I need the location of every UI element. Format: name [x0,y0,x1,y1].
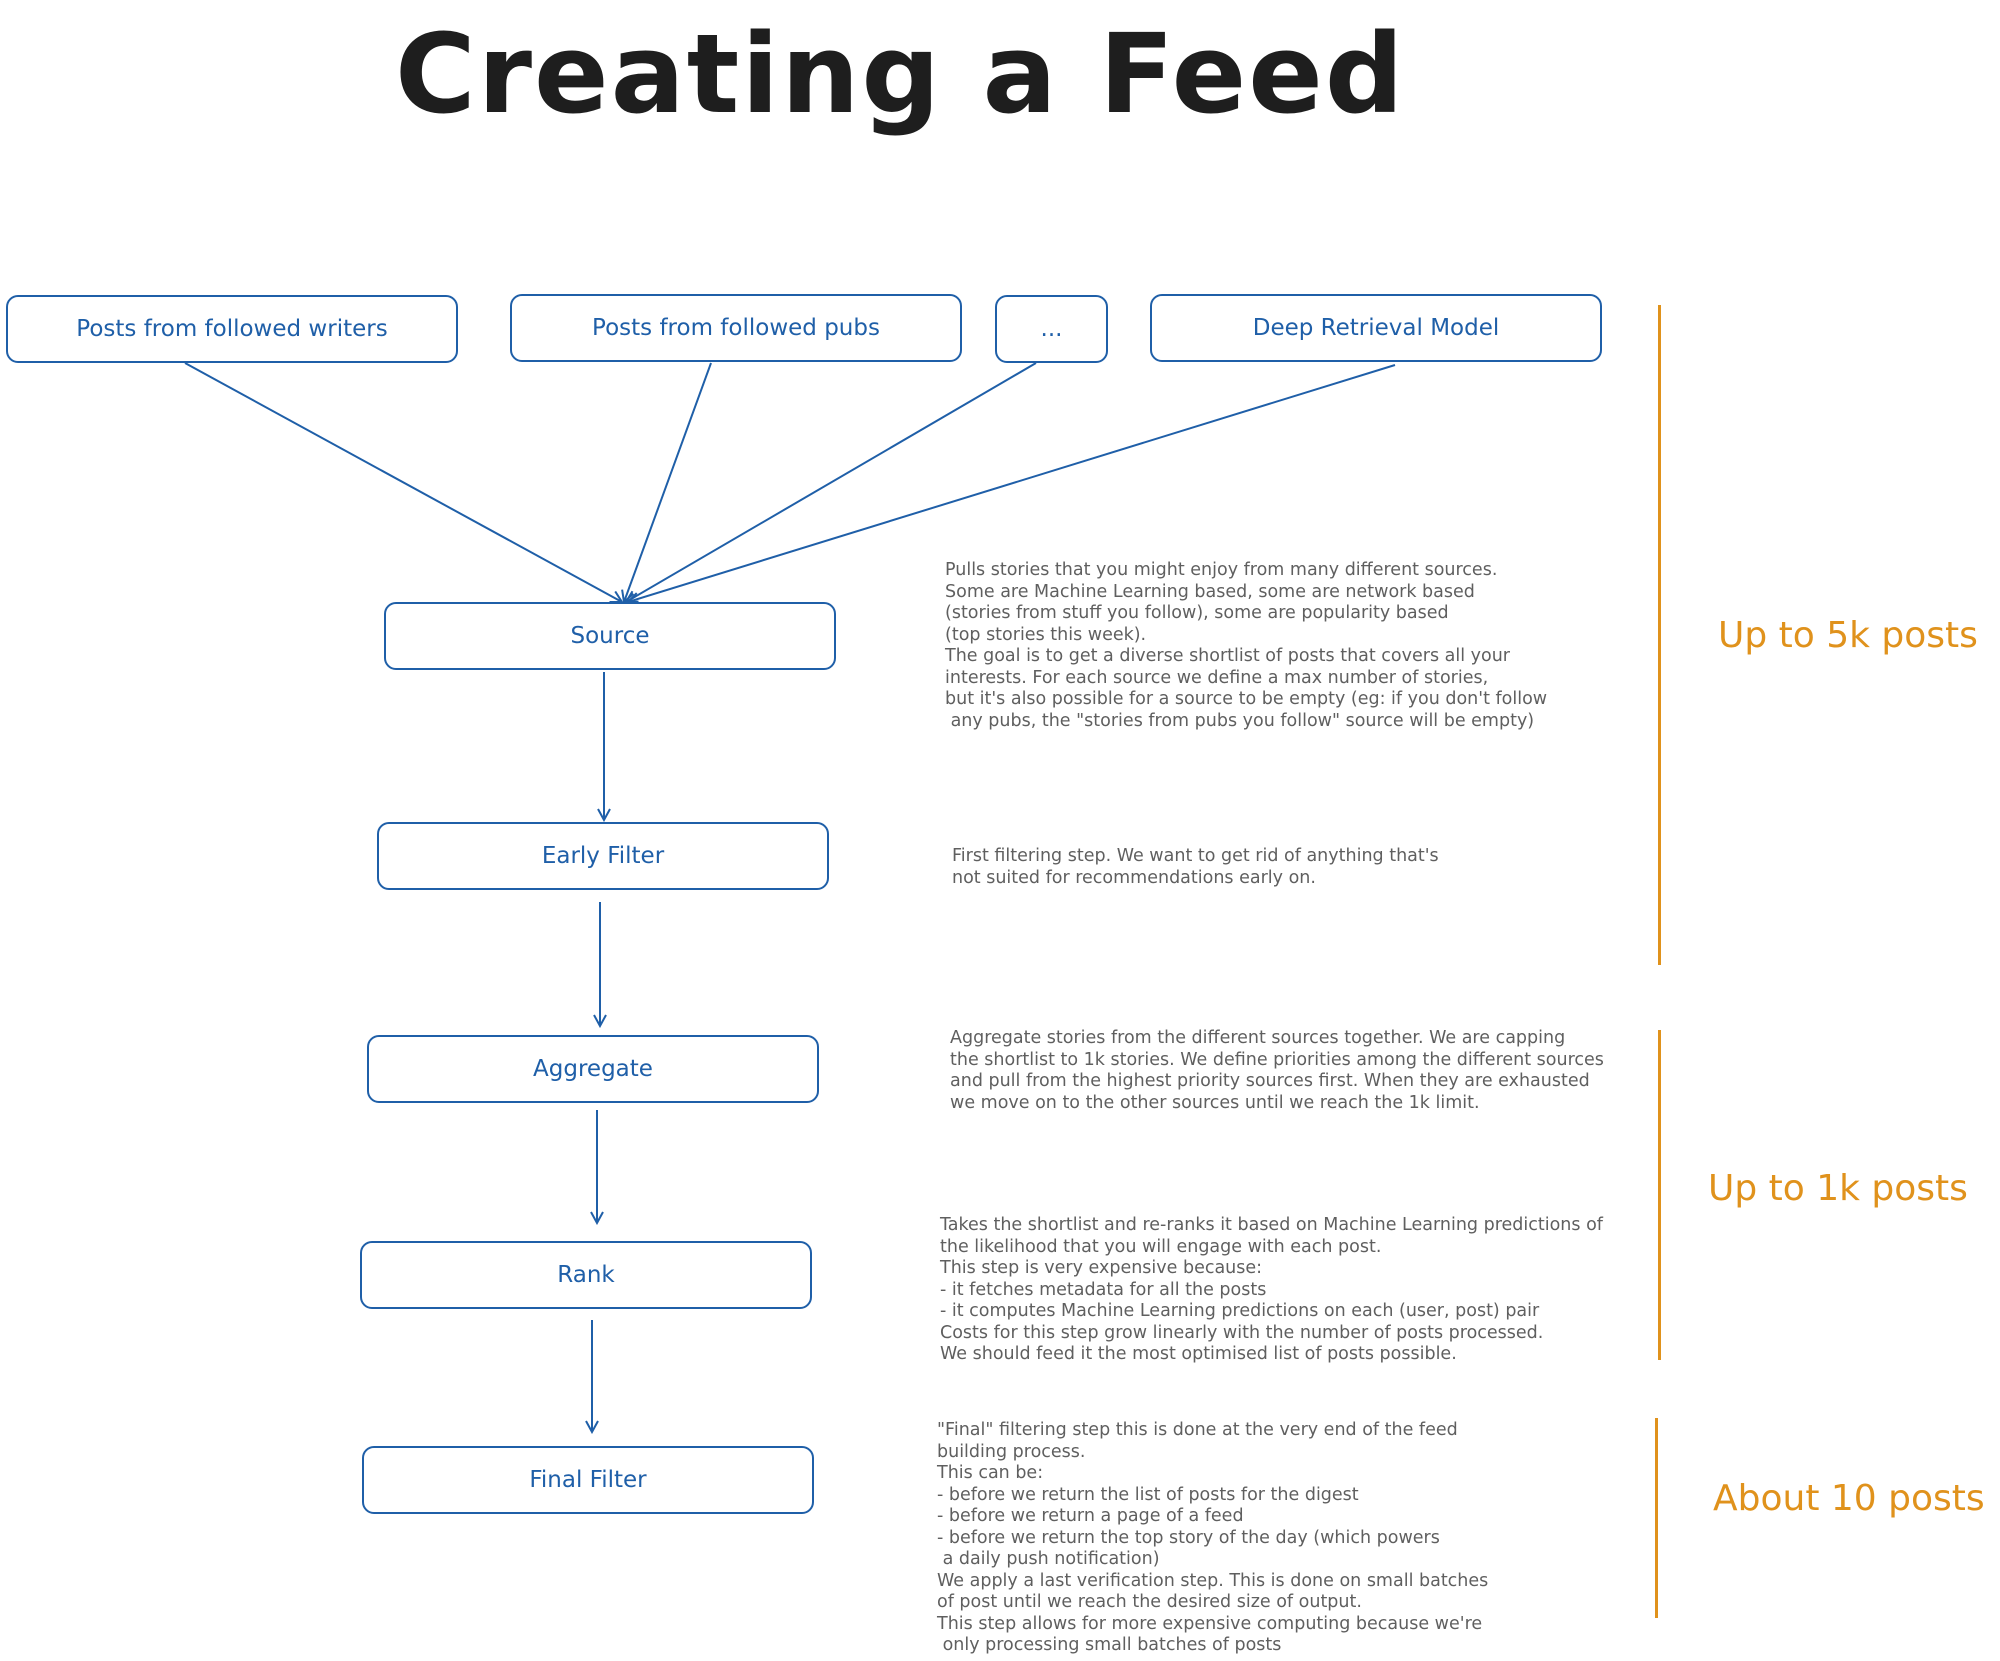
step-aggregate: Aggregate [367,1035,819,1103]
count-label-10: About 10 posts [1713,1478,1985,1519]
count-label-5k: Up to 5k posts [1718,615,1978,656]
note-early-filter: First filtering step. We want to get rid… [952,846,1439,888]
note-rank: Takes the shortlist and re-ranks it base… [940,1215,1603,1364]
note-source: Pulls stories that you might enjoy from … [945,560,1548,731]
step-early-filter: Early Filter [377,822,829,890]
source-box-followed-writers: Posts from followed writers [6,295,458,363]
step-final-filter: Final Filter [362,1446,814,1514]
note-final-filter: "Final" filtering step this is done at t… [937,1420,1489,1655]
range-bar-1k [1658,1030,1661,1360]
arrow-ellipsis-to-source [626,362,1037,602]
step-rank: Rank [360,1241,812,1309]
diagram-title: Creating a Feed [395,10,1406,138]
arrow-deep-retrieval-to-source [628,364,1396,602]
note-aggregate: Aggregate stories from the different sou… [950,1028,1604,1113]
source-box-deep-retrieval-model: Deep Retrieval Model [1150,294,1602,362]
range-bar-5k [1658,305,1661,965]
step-source: Source [384,602,836,670]
count-label-1k: Up to 1k posts [1708,1168,1968,1209]
arrow-pubs-to-source [624,362,712,602]
source-box-followed-pubs: Posts from followed pubs [510,294,962,362]
arrow-writers-to-source [184,362,622,602]
source-box-ellipsis: ... [995,295,1108,363]
range-bar-10 [1655,1418,1658,1618]
